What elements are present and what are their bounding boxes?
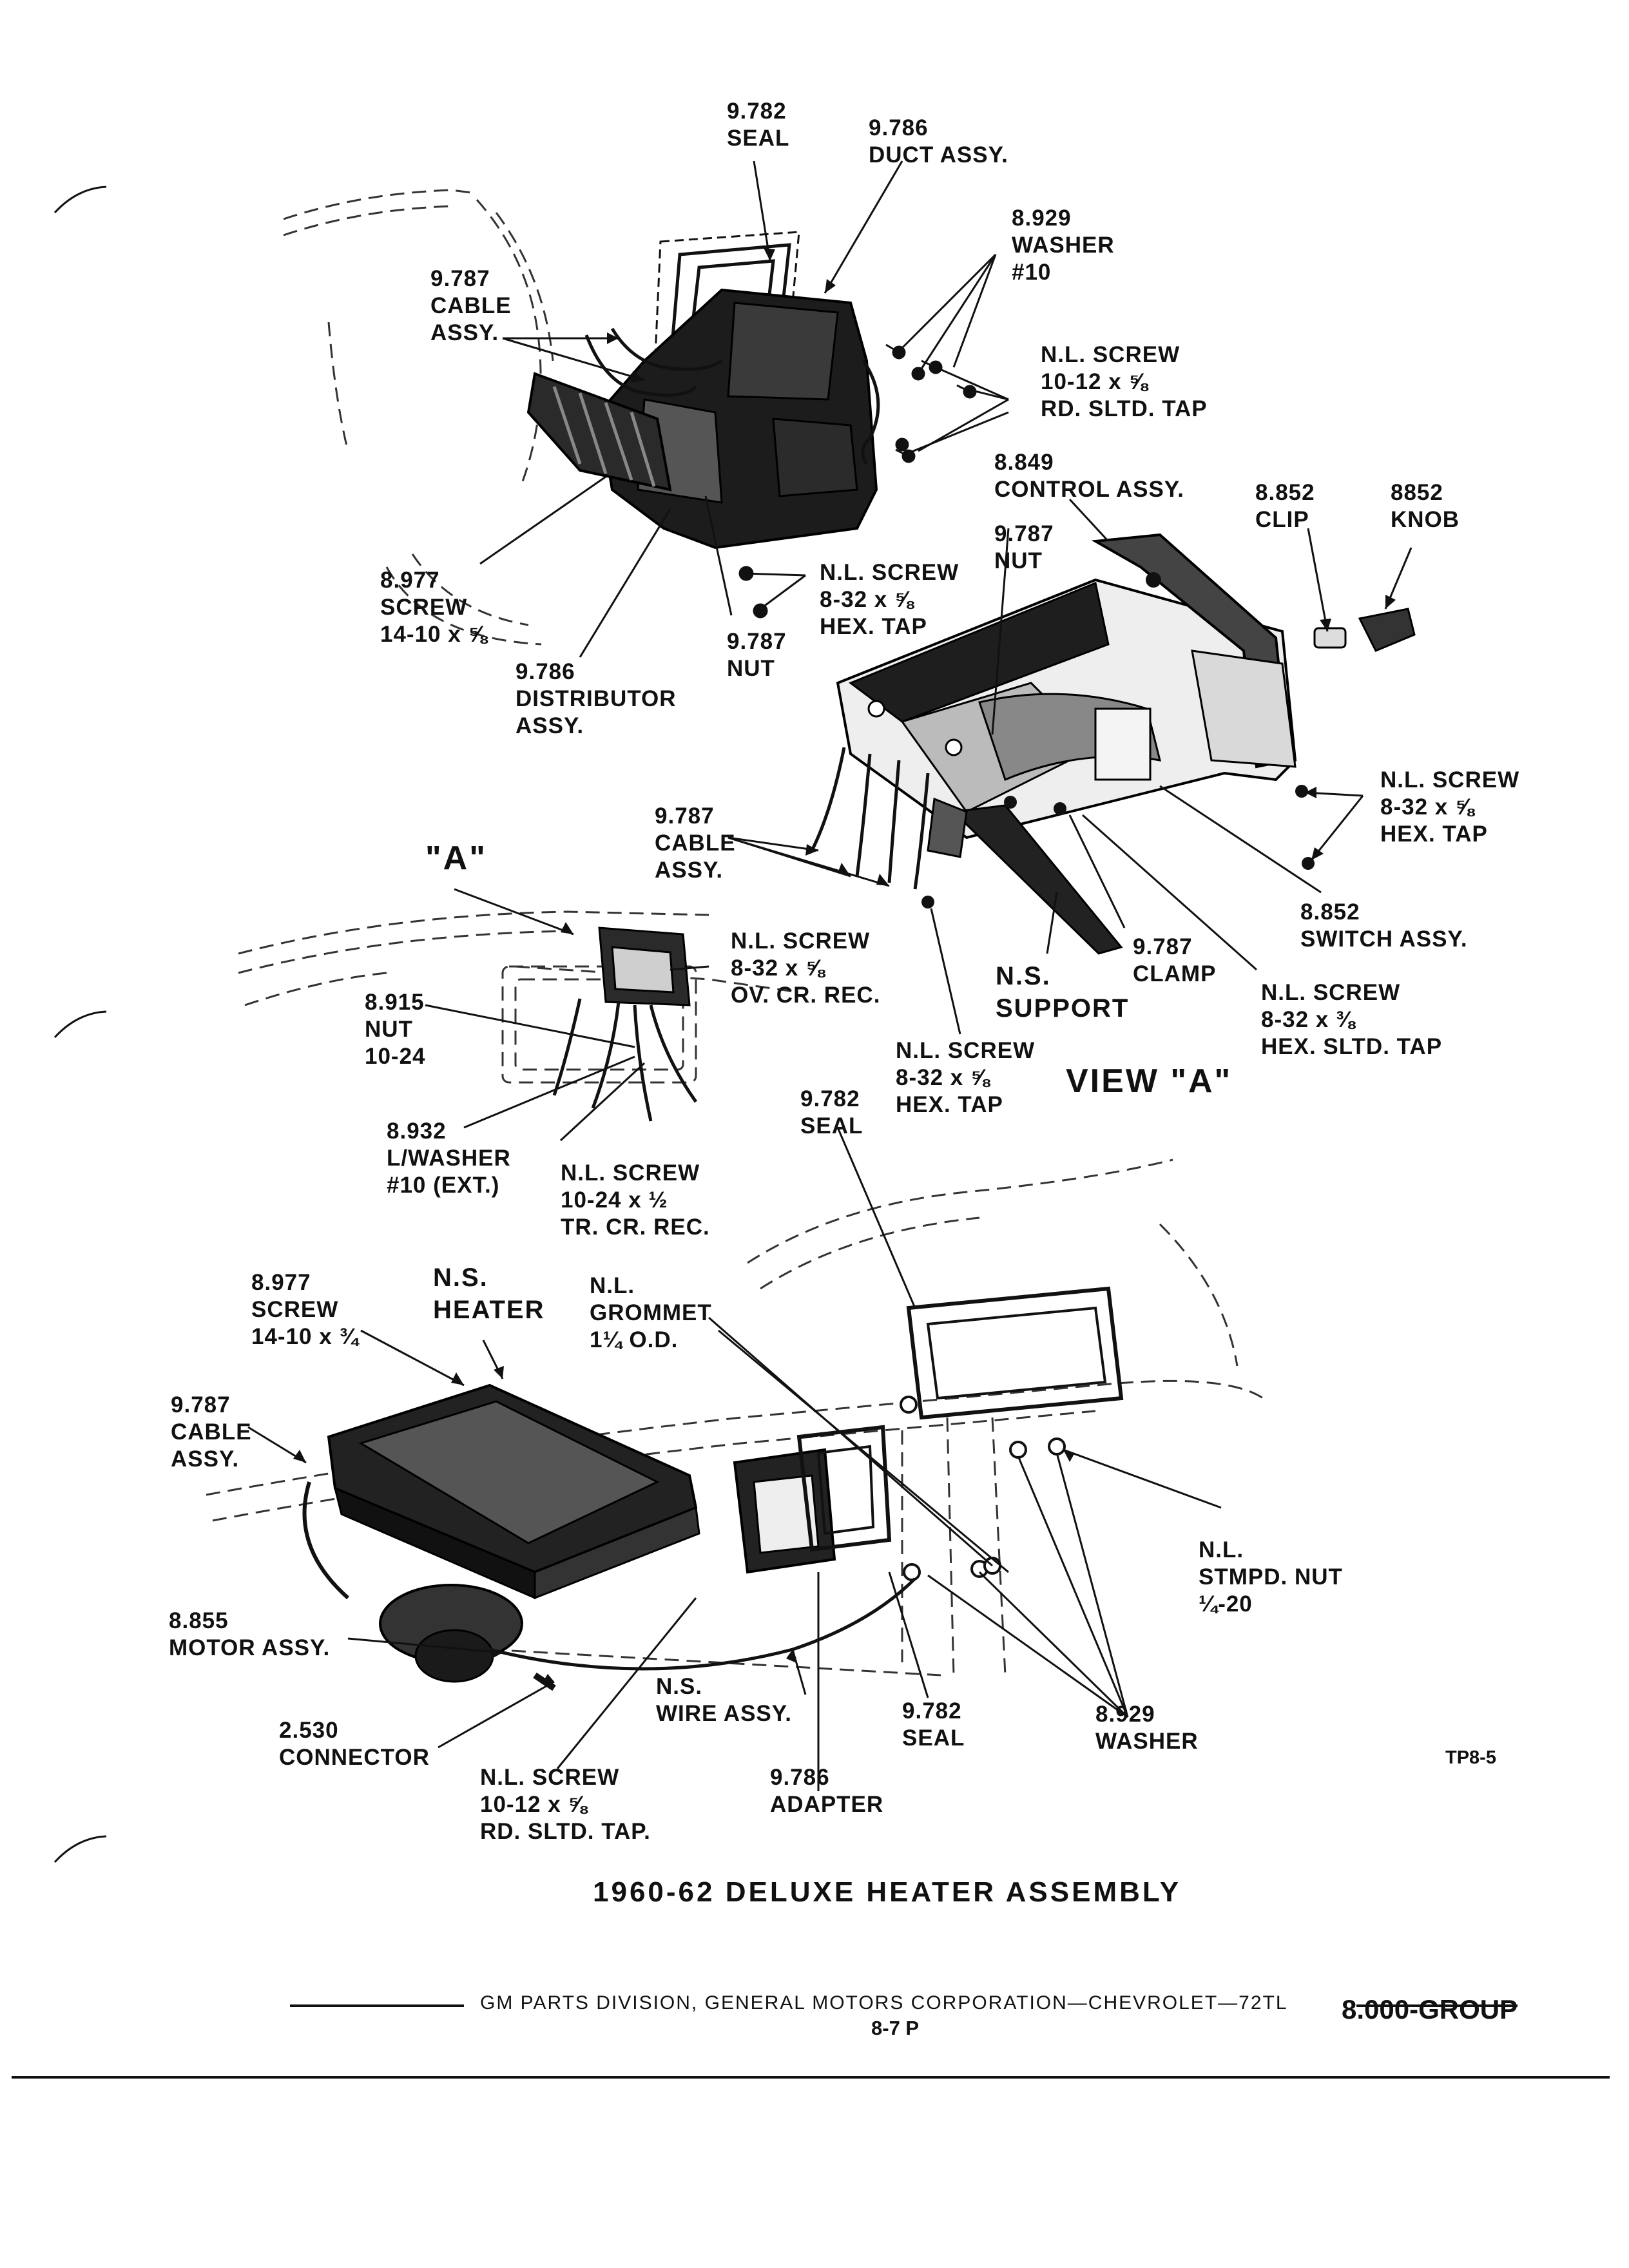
- bottom-rule: [12, 2076, 1610, 2079]
- wire-assembly: [489, 1577, 916, 1691]
- figure-code: TP8-5: [1445, 1747, 1496, 1768]
- leader-lines: [247, 160, 1412, 1791]
- footer-rule-left: [290, 2004, 464, 2007]
- duct-assembly-top: [597, 288, 878, 550]
- footer-rule-right: [1356, 2004, 1518, 2007]
- label-ns-support: N.S.SUPPORT: [996, 962, 1130, 1023]
- binder-hole-marks: [53, 186, 107, 1863]
- switch-block: [1094, 707, 1152, 781]
- firewall-dash: [206, 1158, 1264, 1677]
- cables-top: [584, 327, 880, 465]
- distributor-hose: [526, 372, 672, 492]
- group-number: 8.000-GROUP: [1342, 1994, 1518, 2024]
- heater-core-box: [327, 1383, 700, 1600]
- view-a-switch: [598, 927, 691, 1006]
- page-title: 1960-62 DELUXE HEATER ASSEMBLY: [593, 1876, 1182, 1908]
- washers-nuts-bottom: [900, 1396, 1066, 1581]
- support-bracket: [927, 797, 1123, 955]
- footer-publisher: GM PARTS DIVISION, GENERAL MOTORS CORPOR…: [480, 1992, 1288, 2013]
- clip-and-knob: [1313, 608, 1416, 652]
- adapter-and-seals: [733, 1425, 892, 1574]
- arrowheads: [293, 248, 1396, 1684]
- view-a-wires: [552, 998, 698, 1122]
- view-a-dash: [238, 910, 800, 1084]
- label-wire-assy: N.S.WIRE ASSY.: [656, 1674, 792, 1726]
- firewall-opening-seal: [906, 1286, 1124, 1420]
- control-cables: [810, 747, 930, 890]
- control-assembly: [836, 533, 1297, 840]
- view-a-marker: VIEW "A": [1066, 1062, 1233, 1100]
- dash-outline-top: [283, 189, 554, 646]
- label-ns-heater: N.S.HEATER: [433, 1264, 545, 1324]
- screws-right: [921, 785, 1315, 908]
- page-number: 8-7 P: [871, 2017, 920, 2039]
- marker-a: "A": [425, 840, 487, 877]
